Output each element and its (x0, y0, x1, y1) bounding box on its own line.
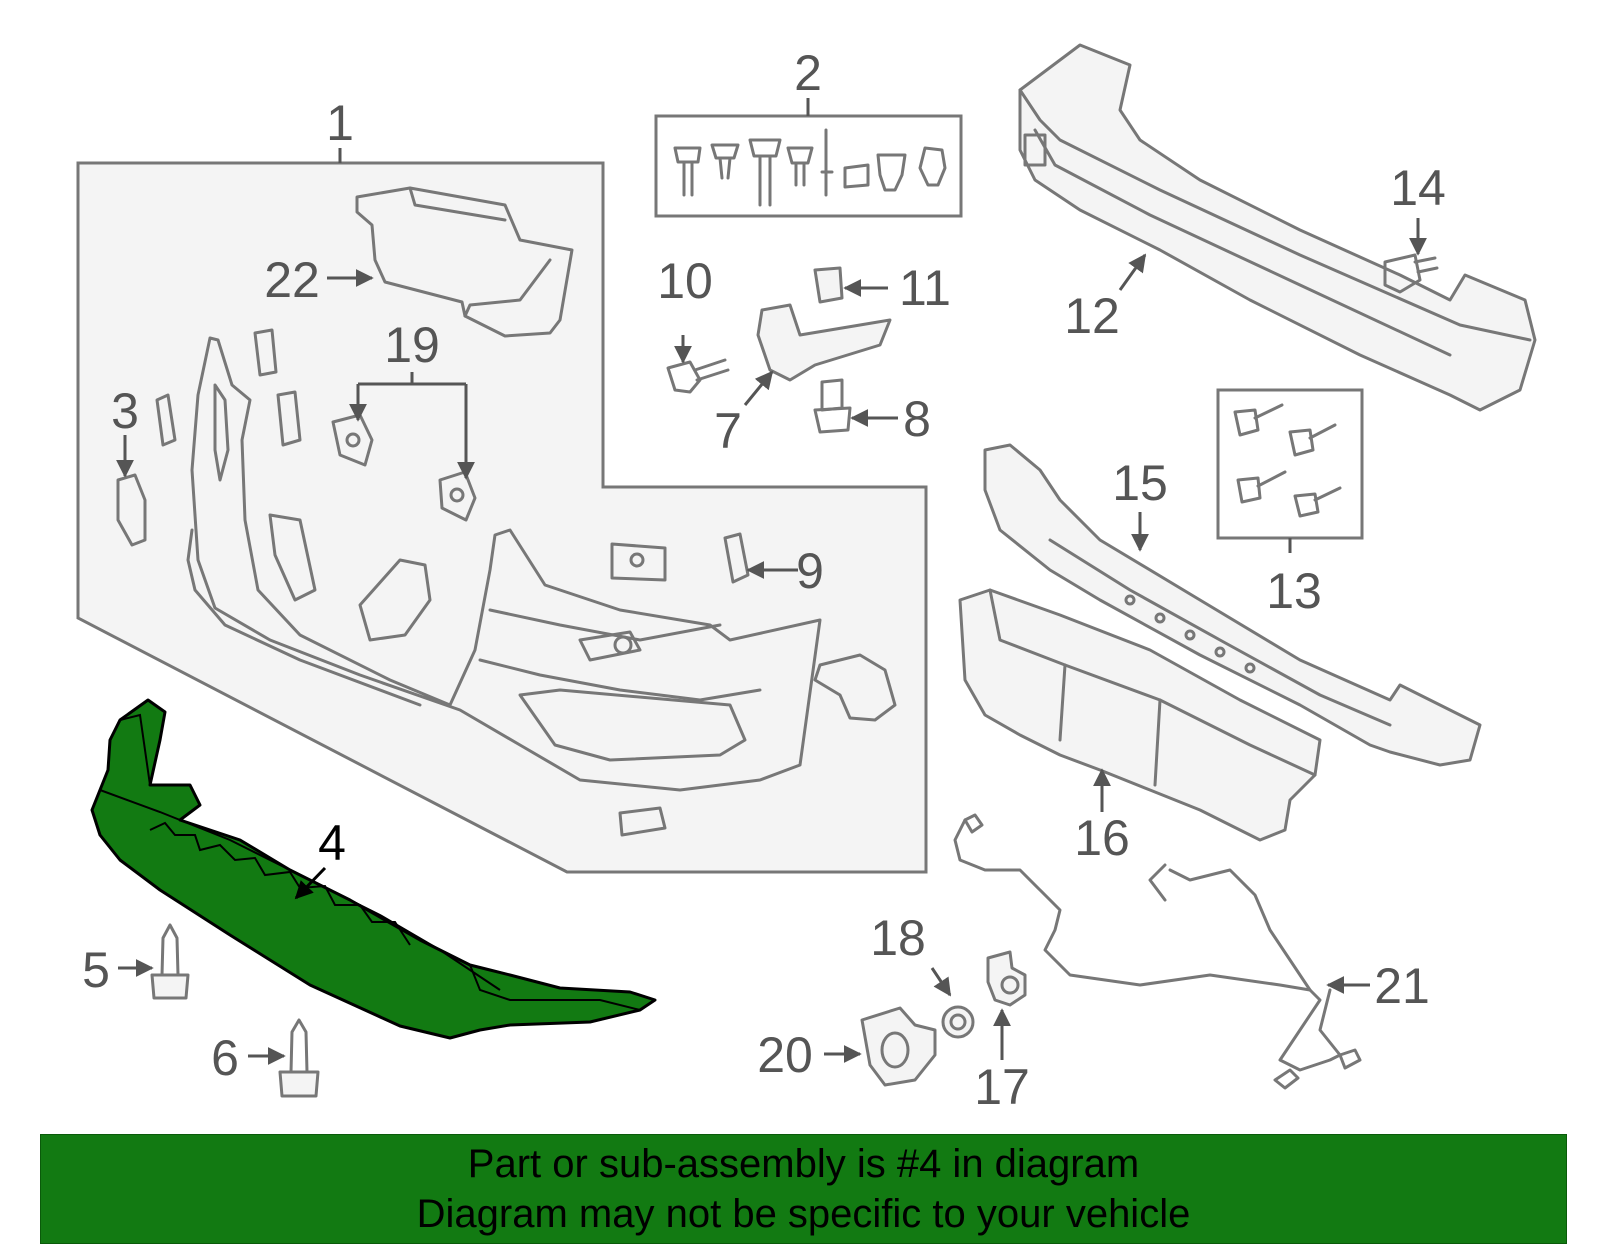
callout-11: 11 (899, 260, 951, 316)
part-12-reinforcement (1018, 43, 1537, 412)
part-11-nut-clip (813, 266, 844, 304)
banner-line-1: Part or sub-assembly is #4 in diagram (467, 1142, 1140, 1186)
callout-15: 15 (1112, 455, 1168, 511)
part-13-bolt-box (1216, 388, 1364, 553)
part-17-sensor (986, 950, 1027, 1007)
callout-16: 16 (1074, 810, 1130, 866)
part-15-impact-bar (983, 443, 1482, 767)
callout-6: 6 (211, 1030, 239, 1086)
callout-8: 8 (903, 391, 931, 447)
callout-4: 4 (318, 815, 346, 871)
part-8-bolt (813, 378, 852, 434)
part-16-absorber (958, 588, 1322, 842)
part-14-fastener (1383, 253, 1439, 294)
callout-13: 13 (1266, 563, 1322, 619)
callout-12: 12 (1064, 288, 1120, 344)
callout-7: 7 (714, 403, 742, 459)
part-6-screw (278, 1018, 320, 1098)
callout-19: 19 (384, 317, 440, 373)
part-22-bracket (355, 186, 574, 338)
part-10-bolt (666, 358, 730, 394)
callout-18: 18 (870, 910, 926, 966)
part-18-seal (941, 1005, 975, 1039)
callout-5: 5 (82, 942, 110, 998)
part-3-clip (116, 473, 147, 547)
callout-2: 2 (794, 45, 822, 101)
part-5-screw (150, 923, 190, 1000)
callout-3: 3 (111, 383, 139, 439)
callout-10: 10 (657, 253, 713, 309)
part-21-wiring-harness (953, 813, 1362, 1090)
info-banner: Part or sub-assembly is #4 in diagram Di… (40, 1134, 1567, 1244)
callout-20: 20 (757, 1027, 813, 1083)
part-7-bracket (756, 303, 892, 382)
small-brackets (155, 328, 897, 722)
part-20-sensor-bracket (860, 1006, 937, 1087)
callout-17: 17 (974, 1059, 1030, 1115)
callout-9: 9 (796, 543, 824, 599)
callout-22: 22 (264, 252, 320, 308)
part-1-bumper-cover (186, 336, 822, 837)
part-4-lower-deflector (90, 698, 657, 1040)
callout-1: 1 (326, 95, 354, 151)
part-2-fastener-box (654, 98, 963, 218)
banner-line-2: Diagram may not be specific to your vehi… (416, 1192, 1191, 1236)
callout-14: 14 (1390, 160, 1446, 216)
part-9-clip (610, 532, 750, 584)
callout-21: 21 (1374, 958, 1430, 1014)
